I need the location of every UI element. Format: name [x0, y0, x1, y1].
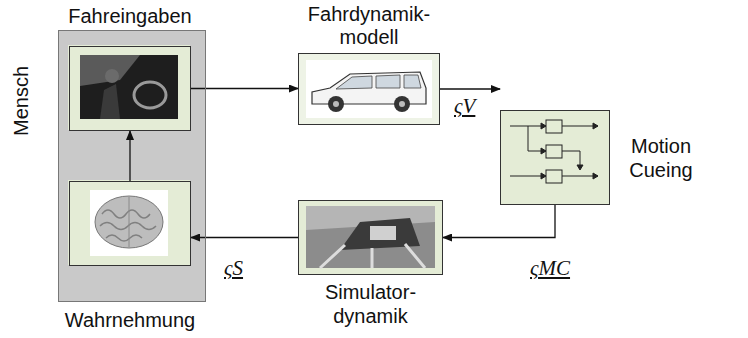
- brain-photo: [90, 190, 168, 256]
- motion-cueing-symbol-part: [541, 123, 598, 179]
- signal-vector-label: ςS: [222, 256, 245, 280]
- simulator-photo: [306, 206, 435, 268]
- brain-photo-part: [95, 196, 163, 248]
- node-label: Simulator- dynamik: [291, 280, 451, 328]
- vehicle-drawing-part: [399, 101, 405, 107]
- simulator-photo-part: [370, 226, 396, 240]
- vehicle-drawing-part: [328, 96, 344, 112]
- human-group: MenschFahreingabenWahrnehmung: [58, 30, 206, 302]
- brain-photo-part: [129, 197, 130, 247]
- human-panel: [58, 30, 206, 302]
- box-fill: [68, 45, 610, 275]
- vehicle-drawing-part: [333, 101, 339, 107]
- driver-cockpit-photo-part: [134, 82, 166, 108]
- image-box: Fahreingaben: [69, 46, 191, 131]
- node-label: Motion Cueing: [619, 134, 703, 182]
- human-panel-part: [58, 30, 206, 302]
- signal-arrow: [191, 88, 298, 89]
- vehicle-drawing-part: [394, 96, 410, 112]
- driver-cockpit-photo-part: [80, 55, 140, 86]
- brain-photo-part: [100, 210, 156, 241]
- driver-cockpit-photo-part: [105, 69, 119, 83]
- box-fill-part: [68, 45, 190, 130]
- motion-cueing-symbol-part: [546, 170, 562, 183]
- vehicle-drawing-part: [306, 60, 432, 118]
- signal-vector-label: ςMC: [528, 256, 572, 280]
- box-fill-part: [298, 53, 440, 125]
- signal-arrow: [443, 205, 555, 238]
- vehicle-drawing-part: [312, 72, 426, 104]
- image-box: Simulator- dynamik: [298, 200, 443, 275]
- image-box: Fahrdynamik- modell: [298, 53, 440, 125]
- vehicle-drawing: [306, 60, 432, 118]
- box-fill-part: [500, 110, 610, 205]
- signal-arrow: [440, 88, 500, 89]
- driver-cockpit-photo-part: [80, 55, 178, 119]
- motion-cueing-symbol-part: [546, 145, 562, 158]
- driver-cockpit-photo: [80, 55, 178, 119]
- motion-cueing-symbol: [510, 120, 598, 183]
- signal-vector-label: ςV: [452, 94, 477, 118]
- image-box: Wahrnehmung: [69, 181, 191, 266]
- box-fill-part: [68, 180, 190, 265]
- motion-cueing-symbol-part: [510, 126, 598, 176]
- simulator-photo-part: [306, 206, 435, 268]
- simulator-photo-part: [320, 244, 425, 268]
- vehicle-drawing-part: [336, 75, 421, 89]
- node-label: Wahrnehmung: [65, 308, 195, 332]
- node-label: Fahrdynamik- modell: [289, 3, 449, 49]
- box-fill-part: [298, 200, 443, 275]
- brain-photo-part: [90, 190, 168, 256]
- node-label: Mensch: [9, 66, 33, 136]
- signal-arrow: [129, 131, 130, 181]
- driver-cockpit-photo-part: [100, 84, 120, 119]
- process-box: Motion Cueing: [500, 110, 610, 205]
- signal-arrow: [191, 237, 298, 238]
- motion-cueing-symbol-part: [546, 120, 562, 133]
- node-label: Fahreingaben: [68, 4, 191, 28]
- simulator-photo-part: [340, 218, 420, 250]
